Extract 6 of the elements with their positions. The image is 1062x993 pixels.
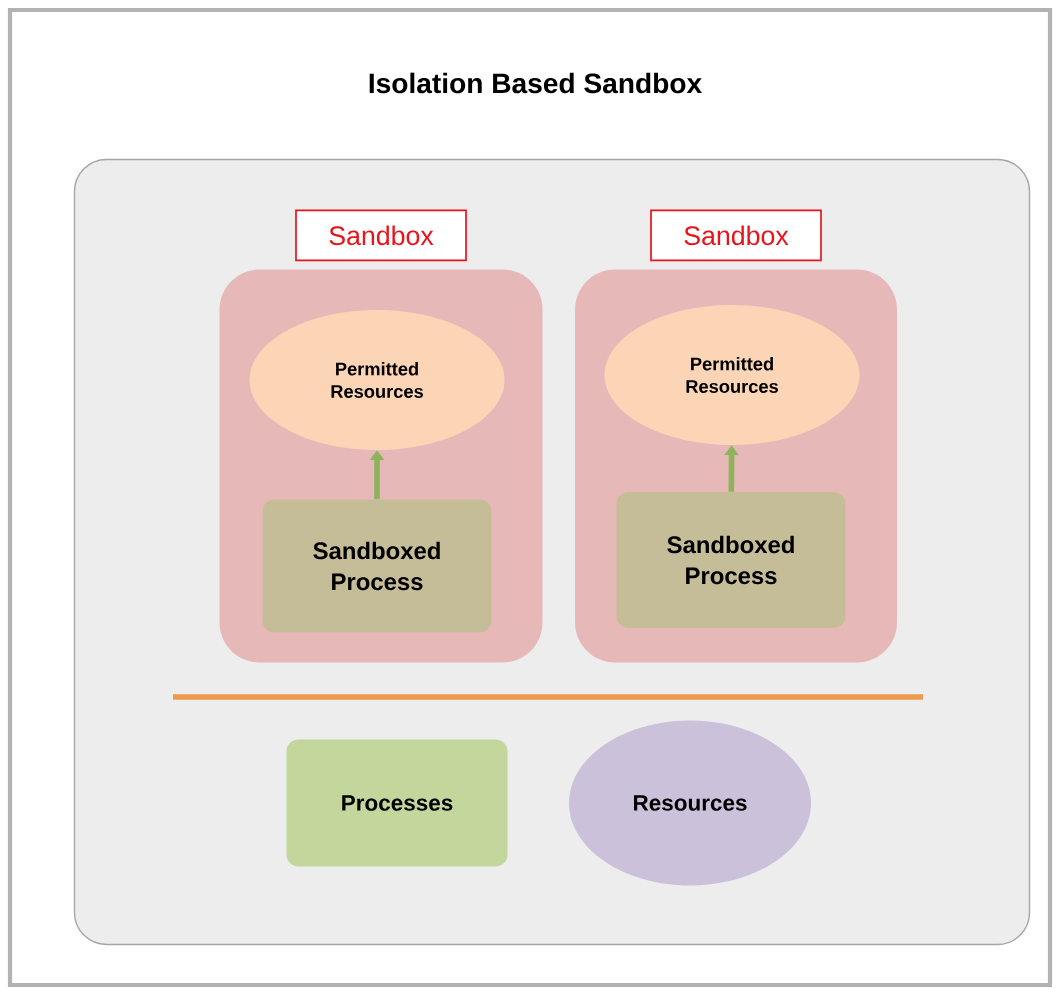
process-box: Processes [286,739,508,867]
node-label: Sandbox [329,225,434,246]
process-box: Sandboxed Process [616,492,846,628]
process-box: Sandboxed Process [262,499,492,633]
node-label: Sandbox [684,225,789,246]
title: Isolation Based Sandbox [369,72,702,94]
